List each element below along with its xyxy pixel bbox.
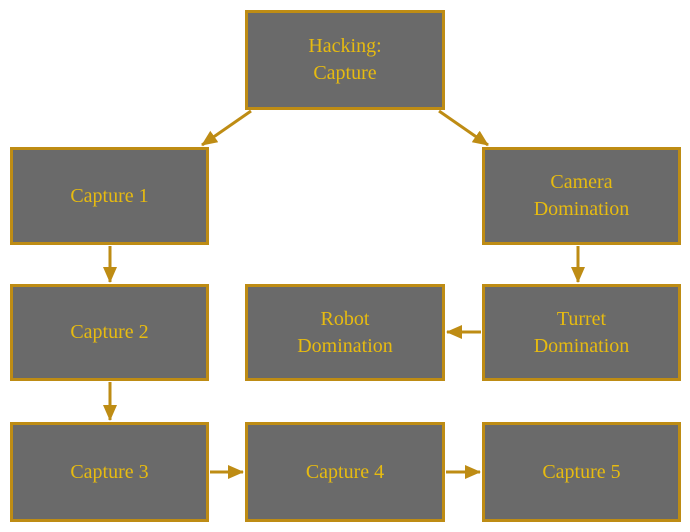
node-label: Camera Domination: [533, 171, 630, 220]
node-capture-3: Capture 3: [10, 422, 209, 522]
node-label: Turret Domination: [533, 307, 630, 357]
edge-hacking-capture-to-camera-domination: [438, 109, 489, 147]
node-capture-5: Capture 5: [482, 422, 681, 522]
node-label: Capture 3: [70, 460, 149, 483]
node-label: Capture 1: [70, 184, 149, 207]
node-capture-2: Capture 2: [10, 284, 209, 381]
node-camera-domination: Camera Domination: [482, 147, 681, 245]
node-hacking-capture: Hacking: Capture: [245, 10, 445, 110]
node-label: Robot Domination: [297, 307, 393, 357]
node-capture-4: Capture 4: [245, 422, 445, 522]
node-capture-1: Capture 1: [10, 147, 209, 245]
node-label: Capture 2: [70, 321, 149, 343]
node-label: Hacking: Capture: [308, 35, 382, 84]
node-robot-domination: Robot Domination: [245, 284, 445, 381]
node-label: Capture 4: [305, 460, 385, 483]
edge-hacking-capture-to-capture-1: [201, 109, 252, 147]
node-turret-domination: Turret Domination: [482, 284, 681, 381]
node-label: Capture 5: [542, 460, 621, 483]
